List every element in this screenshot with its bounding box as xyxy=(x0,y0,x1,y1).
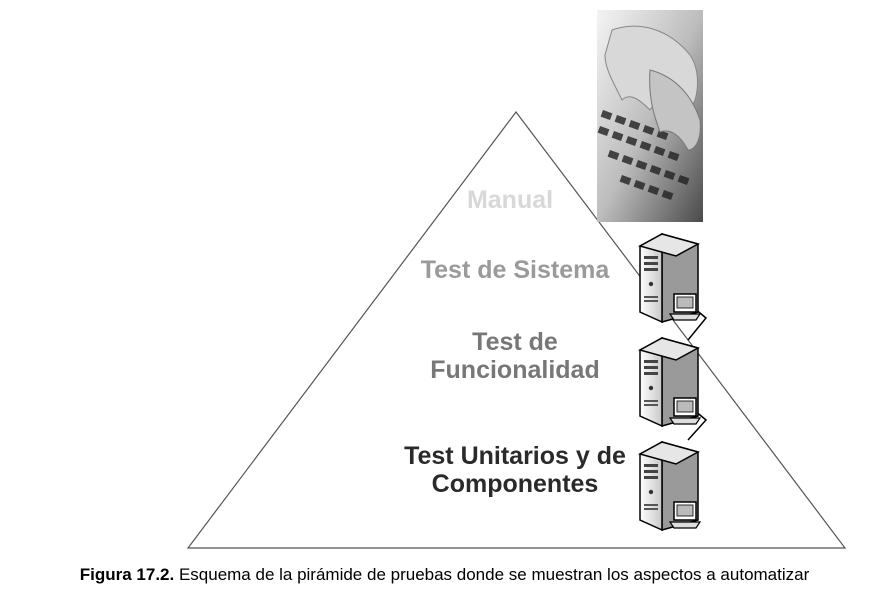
caption-text: Esquema de la pirámide de pruebas donde … xyxy=(174,565,810,584)
hands-typing-keyboard-icon xyxy=(597,10,703,222)
level-functionality-line1: Test de xyxy=(472,328,558,356)
level-manual-label: Manual xyxy=(466,186,554,214)
level-functionality-label: Test de Funcionalidad xyxy=(380,328,650,384)
pyramid-triangle xyxy=(186,111,847,549)
level-unit-label: Test Unitarios y de Componentes xyxy=(360,442,670,498)
level-system-label: Test de Sistema xyxy=(420,256,610,284)
level-functionality-line2: Funcionalidad xyxy=(430,356,600,384)
figure-caption: Figura 17.2. Esquema de la pirámide de p… xyxy=(0,565,889,585)
level-unit-line1: Test Unitarios y de xyxy=(404,442,626,470)
level-unit-line2: Componentes xyxy=(431,470,599,498)
caption-prefix: Figura 17.2. xyxy=(79,565,175,584)
